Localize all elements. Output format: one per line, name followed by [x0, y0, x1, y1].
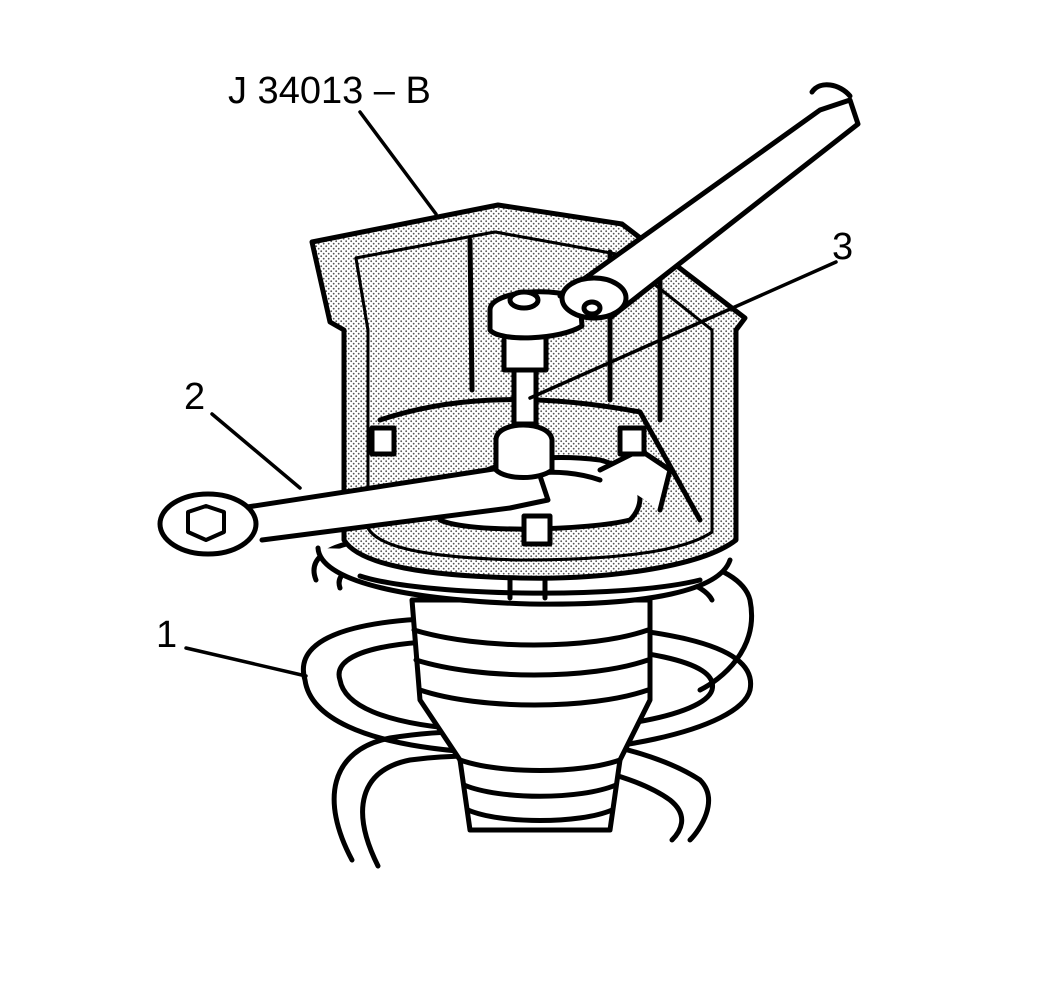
strut-dust-boot — [409, 597, 653, 833]
leader-tool — [358, 110, 438, 216]
leader-3 — [528, 260, 838, 400]
callout-3-label: 3 — [832, 226, 854, 268]
box-end-wrench — [157, 465, 551, 557]
leader-1 — [184, 646, 308, 678]
tool-callout-label: J 34013 – B — [228, 70, 431, 112]
callout-2-label: 2 — [184, 376, 206, 418]
damper-rod — [493, 337, 555, 480]
leader-lines — [184, 110, 838, 678]
callout-1-label: 1 — [156, 614, 178, 656]
ratchet-handle — [487, 82, 861, 341]
leader-2 — [210, 412, 302, 490]
